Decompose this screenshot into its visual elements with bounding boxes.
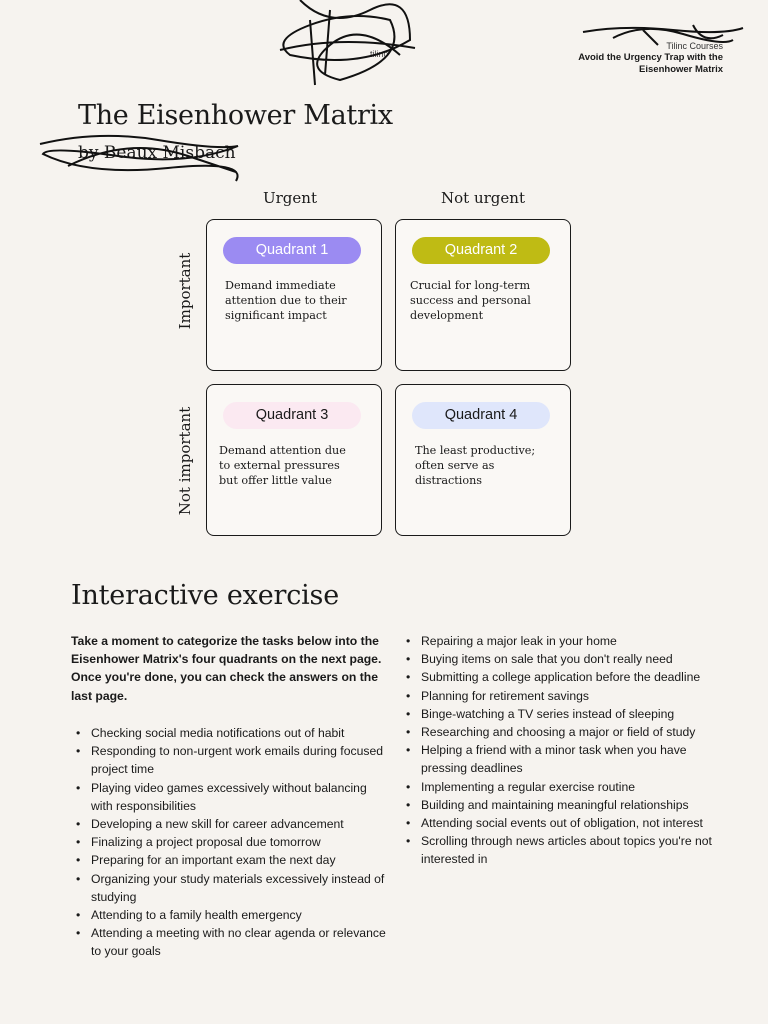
course-title: Avoid the Urgency Trap with the Eisenhow… [578, 52, 723, 75]
row-header-important: Important [176, 252, 194, 330]
list-item: Attending to a family health emergency [71, 906, 391, 924]
quadrant-4-pill: Quadrant 4 [412, 402, 550, 429]
quadrant-3-card: Quadrant 3 Demand attention due to exter… [206, 384, 382, 536]
list-item: Playing video games excessively without … [71, 779, 391, 815]
brand-name: Tilinc Courses [666, 41, 723, 51]
quadrant-4-description: The least productive; often serve as dis… [415, 444, 536, 487]
list-item: Repairing a major leak in your home [401, 632, 731, 650]
list-item: Organizing your study materials excessiv… [71, 870, 391, 906]
quadrant-1-pill: Quadrant 1 [223, 237, 361, 264]
page-title: The Eisenhower Matrix [78, 100, 393, 131]
row-header-not-important: Not important [176, 406, 194, 516]
quadrant-1-card: Quadrant 1 Demand immediate attention du… [206, 219, 382, 371]
list-item: Responding to non-urgent work emails dur… [71, 742, 391, 778]
quadrant-1-description: Demand immediate attention due to their … [225, 279, 347, 322]
quadrant-2-pill: Quadrant 2 [412, 237, 550, 264]
scribble-mark [279, 0, 416, 86]
task-list-right: Repairing a major leak in your home Buyi… [401, 632, 731, 869]
quadrant-3-pill: Quadrant 3 [223, 402, 361, 429]
task-list-left: Checking social media notifications out … [71, 724, 391, 961]
column-header-not-urgent: Not urgent [441, 189, 525, 207]
list-item: Helping a friend with a minor task when … [401, 741, 731, 777]
brand-logo: tilinc [270, 0, 420, 90]
list-item: Submitting a college application before … [401, 668, 731, 686]
scribble-mark [582, 24, 744, 46]
list-item: Planning for retirement savings [401, 687, 731, 705]
list-item: Buying items on sale that you don't real… [401, 650, 731, 668]
list-item: Implementing a regular exercise routine [401, 778, 731, 796]
list-item: Finalizing a project proposal due tomorr… [71, 833, 391, 851]
list-item: Researching and choosing a major or fiel… [401, 723, 731, 741]
exercise-title: Interactive exercise [71, 580, 339, 611]
list-item: Scrolling through news articles about to… [401, 832, 731, 868]
quadrant-4-card: Quadrant 4 The least productive; often s… [395, 384, 571, 536]
exercise-intro: Take a moment to categorize the tasks be… [71, 634, 382, 703]
list-item: Preparing for an important exam the next… [71, 851, 391, 869]
list-item: Attending social events out of obligatio… [401, 814, 731, 832]
list-item: Developing a new skill for career advanc… [71, 815, 391, 833]
quadrant-2-card: Quadrant 2 Crucial for long-term success… [395, 219, 571, 371]
column-header-urgent: Urgent [263, 189, 317, 207]
quadrant-3-description: Demand attention due to external pressur… [219, 444, 346, 487]
list-item: Binge-watching a TV series instead of sl… [401, 705, 731, 723]
quadrant-2-description: Crucial for long-term success and person… [410, 279, 531, 322]
list-item: Checking social media notifications out … [71, 724, 391, 742]
list-item: Attending a meeting with no clear agenda… [71, 924, 391, 960]
scribble-mark [39, 134, 239, 182]
course-header: Tilinc Courses Avoid the Urgency Trap wi… [523, 40, 723, 76]
list-item: Building and maintaining meaningful rela… [401, 796, 731, 814]
